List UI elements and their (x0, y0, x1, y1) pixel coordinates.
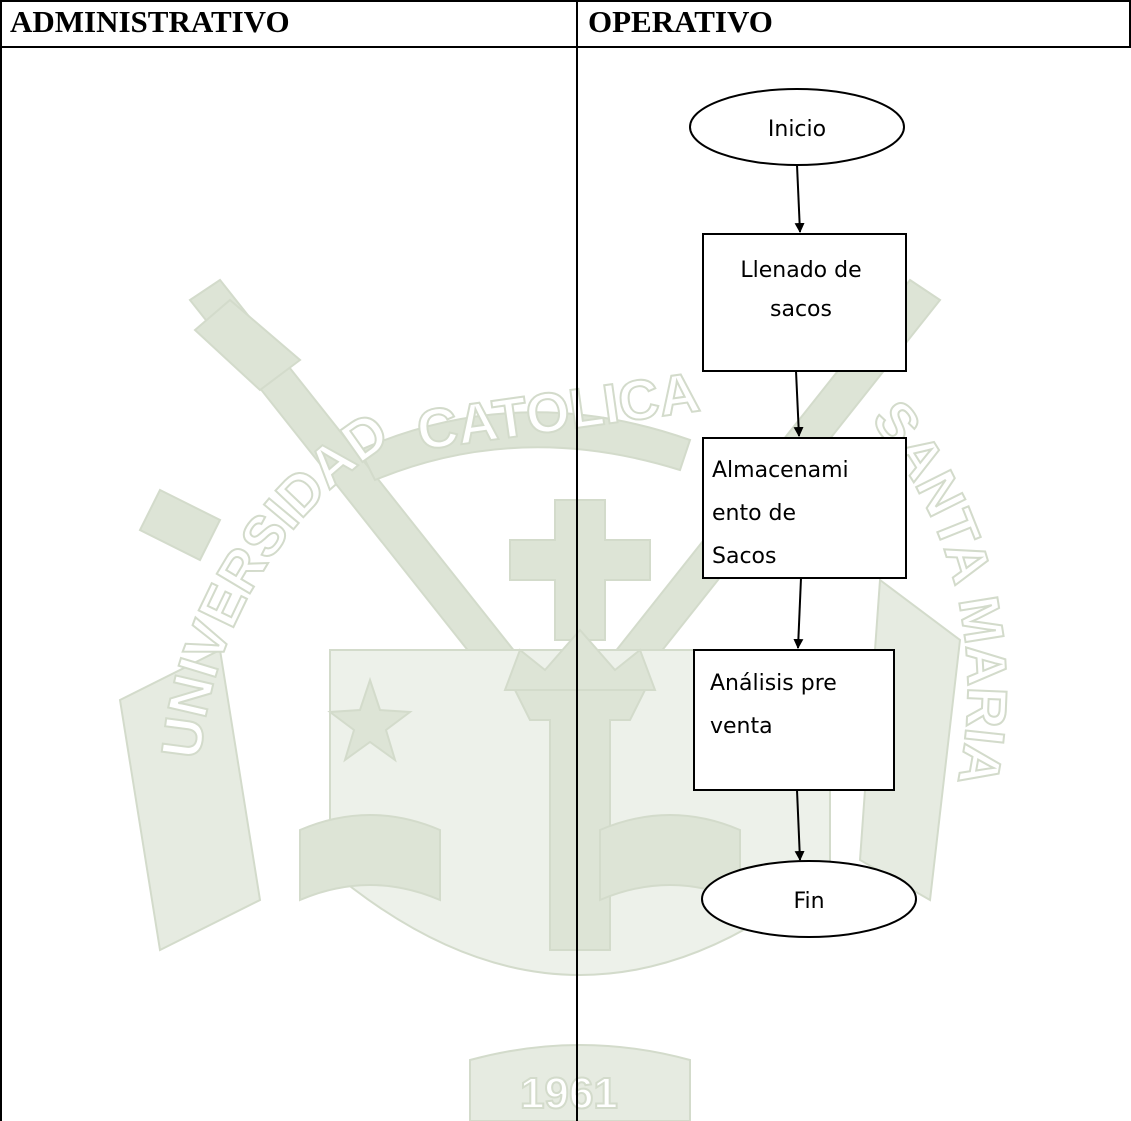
step3-label-line1: Análisis pre (710, 671, 837, 696)
step-analisis-pre-venta (693, 649, 895, 791)
arrow-step1-to-step2 (793, 370, 804, 437)
step1-label-line2: sacos (770, 297, 832, 322)
table-top-border (0, 0, 1131, 2)
end-node (701, 860, 917, 938)
header-administrativo: ADMINISTRATIVO (10, 4, 290, 39)
step2-label-line2: ento de (712, 501, 796, 526)
step2-label-line1: Almacenami (712, 458, 849, 483)
header-operativo: OPERATIVO (588, 4, 773, 39)
watermark-tower (513, 689, 647, 951)
step-almacenamiento-de-sacos (702, 437, 907, 579)
step2-label-line3: Sacos (712, 544, 776, 569)
arrow-step2-to-step3 (793, 577, 804, 649)
table-left-border (0, 0, 2, 1121)
step1-label-line1: Llenado de (740, 258, 861, 283)
table-header-divider (0, 46, 1131, 48)
table-right-border (1129, 0, 1131, 48)
step3-label-line2: venta (710, 714, 773, 739)
arrow-step3-to-end (794, 789, 805, 861)
table-column-divider (576, 0, 578, 1121)
arrow-start-to-step1 (794, 164, 805, 233)
step-llenado-de-sacos (702, 233, 907, 372)
watermark-banner (358, 411, 692, 482)
end-node-label: Fin (793, 889, 824, 914)
watermark-year: 1961 (520, 1069, 618, 1118)
start-node-label: Inicio (768, 117, 826, 142)
watermark-cross (509, 499, 651, 641)
